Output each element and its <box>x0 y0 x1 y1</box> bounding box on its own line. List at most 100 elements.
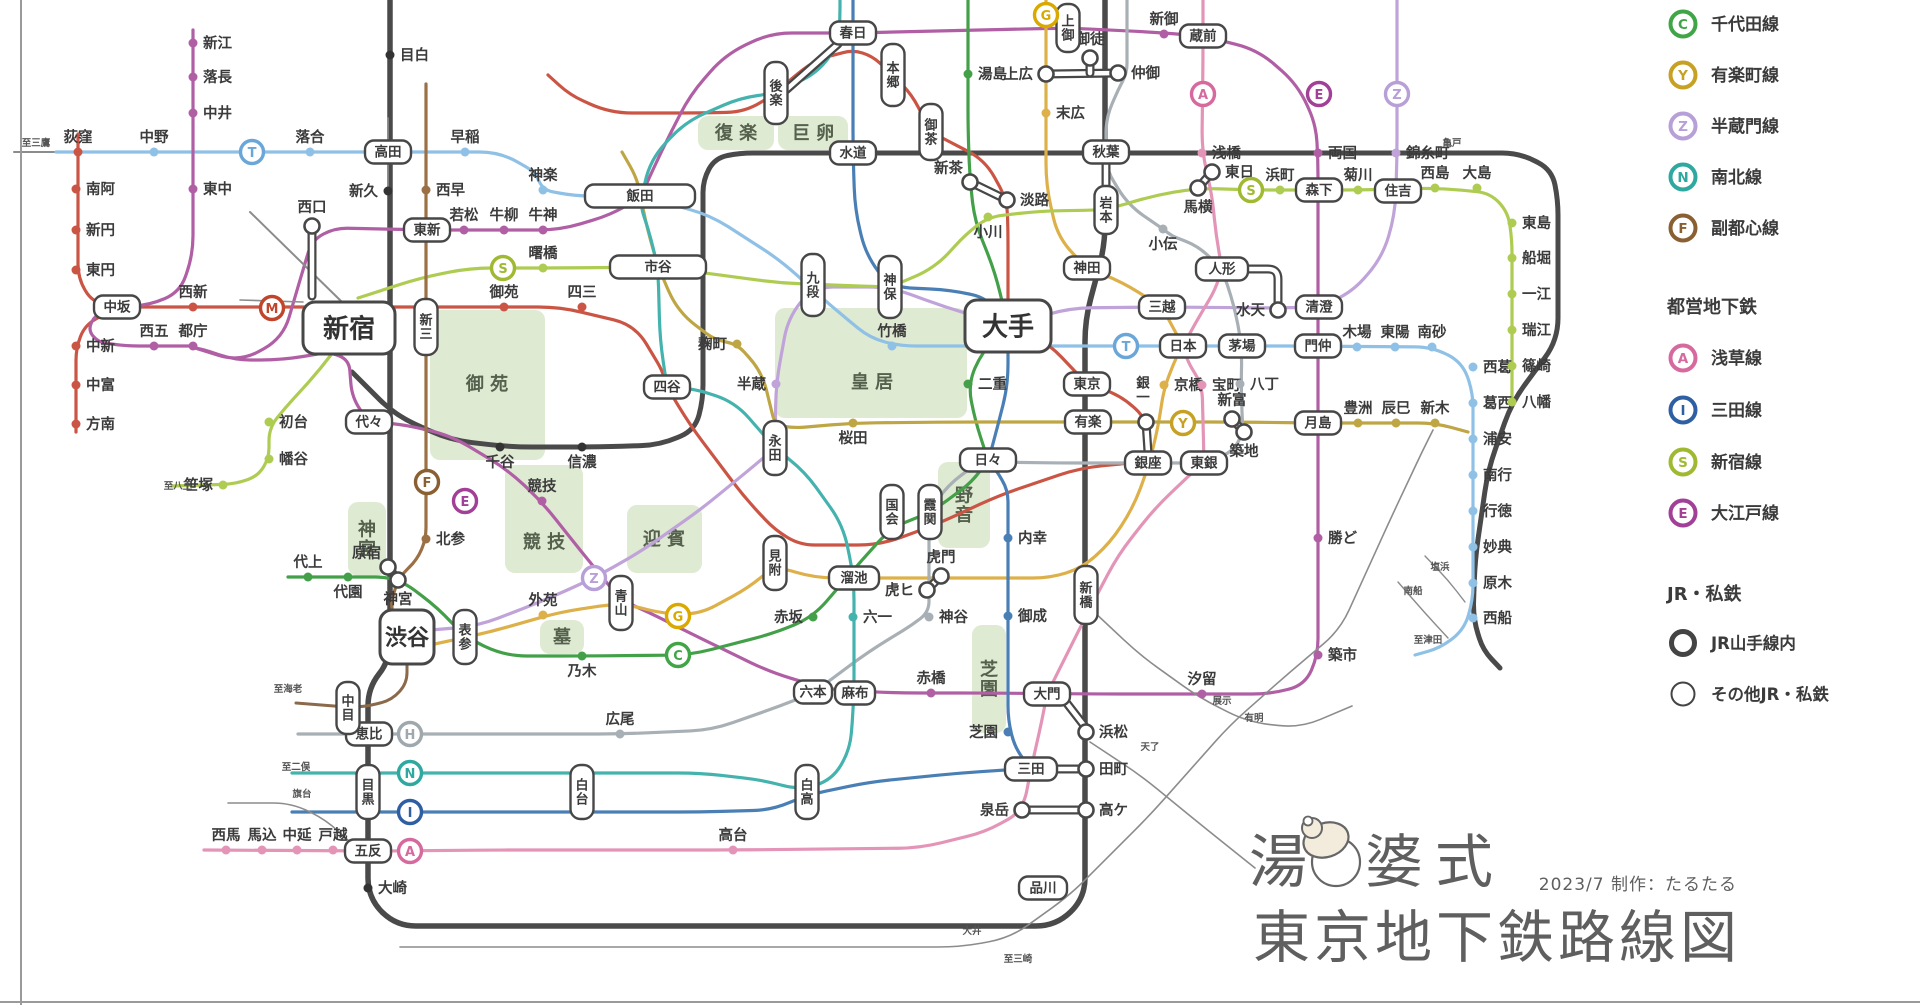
label: 見附 <box>767 550 781 579</box>
station-dot <box>71 341 81 351</box>
station-代上: 代上 <box>293 553 323 582</box>
label: 妙典 <box>1483 538 1512 556</box>
label: 日々 <box>975 453 1002 469</box>
label: 浅橋 <box>1212 144 1241 162</box>
station-dot <box>385 50 395 60</box>
label: 水天 <box>1236 301 1265 319</box>
station-dot <box>1197 689 1207 699</box>
station-馬込: 馬込 <box>248 826 277 855</box>
label: 代園 <box>333 583 363 601</box>
station-dot <box>1507 289 1517 299</box>
station-月島: 月島 <box>1293 410 1343 436</box>
station-box <box>827 565 881 591</box>
station-四谷: 四谷 <box>642 374 692 400</box>
station-dot <box>188 108 198 118</box>
line-badge-icon <box>1305 80 1333 108</box>
label: 皇 居 <box>851 371 893 393</box>
station-dot <box>218 480 228 490</box>
station-霞関: 霞関 <box>917 483 943 541</box>
line-badge-icon <box>1237 176 1265 204</box>
badge-C: C <box>664 641 692 669</box>
station-落合: 落合 <box>296 128 325 157</box>
label: 宝町 <box>1212 376 1241 394</box>
line-oedo-loop <box>193 26 1320 696</box>
label: 新円 <box>86 221 115 239</box>
label: 笹塚 <box>184 476 213 494</box>
label: 馬横 <box>1184 198 1213 216</box>
legend-line-badge-icon <box>1668 447 1698 477</box>
station-市谷: 市谷 <box>608 254 708 280</box>
station-dot <box>1507 361 1517 371</box>
label: 湯 <box>1249 828 1307 896</box>
label: 復 楽 <box>714 122 758 144</box>
legend-line-badge-icon <box>1668 213 1698 243</box>
station-錦糸町: 錦糸町 <box>1391 144 1450 162</box>
line-keio-new <box>170 320 358 488</box>
label: 御 苑 <box>465 373 508 395</box>
station-方南: 方南 <box>71 415 115 433</box>
station-box-vertical <box>879 483 905 541</box>
label: 若松 <box>449 206 479 224</box>
label: 新久 <box>349 182 378 200</box>
station-浅橋: 浅橋 <box>1197 144 1241 162</box>
label: 神宮 <box>358 519 376 560</box>
station-初台: 初台 <box>264 413 308 431</box>
label: 東円 <box>86 261 115 279</box>
station-築地: 築地 <box>1229 423 1259 460</box>
station-box <box>833 680 877 706</box>
label: 三田線 <box>1711 400 1762 421</box>
station-box-vertical <box>880 42 906 108</box>
label: 秋葉 <box>1093 144 1121 161</box>
station-都庁: 都庁 <box>178 322 208 351</box>
station-circle <box>1189 179 1207 197</box>
label: 桜田 <box>839 429 868 447</box>
label: 湯島 <box>978 65 1007 83</box>
label: 小川 <box>974 224 1003 241</box>
station-四三: 四三 <box>568 285 597 312</box>
station-九段: 九段 <box>800 252 826 318</box>
label: 虎門 <box>927 548 956 566</box>
line-badge-icon <box>580 564 608 592</box>
station-八丁: 八丁 <box>1235 377 1279 393</box>
badge-S: S <box>1237 176 1265 204</box>
label: 虎ヒ <box>885 581 914 599</box>
label: 代々 <box>355 414 383 431</box>
station-box-vertical <box>800 252 826 318</box>
station-新富: 新富 <box>1218 391 1247 428</box>
label: Y <box>1677 68 1688 84</box>
station-南行: 南行 <box>1468 466 1512 484</box>
label: 麻布 <box>841 685 869 702</box>
station-box-vertical <box>413 297 439 357</box>
station-circle <box>1109 64 1127 82</box>
station-box <box>1178 23 1228 49</box>
label: 小伝 <box>1149 235 1178 253</box>
legend-line-badge-icon <box>1668 498 1698 528</box>
station-dot <box>538 263 548 273</box>
station-八幡: 八幡 <box>1507 393 1551 411</box>
label: 中延 <box>283 826 312 844</box>
label: 九段 <box>805 272 819 301</box>
label: 高台 <box>719 826 748 844</box>
label: 天了 <box>1140 742 1159 753</box>
station-dot <box>303 572 313 582</box>
label: 迎 賓 <box>643 528 685 550</box>
station-dot <box>983 212 993 222</box>
label: 仲御 <box>1131 64 1160 82</box>
label: 八丁 <box>1249 377 1279 393</box>
station-水道: 水道 <box>828 140 878 166</box>
station-西葛: 西葛 <box>1468 358 1512 376</box>
station-dot <box>1158 224 1168 234</box>
label: 一江 <box>1522 285 1551 303</box>
station-dot <box>460 147 470 157</box>
badge-E: E <box>451 487 479 515</box>
station-新橋: 新橋 <box>1073 564 1099 626</box>
station-清澄: 清澄 <box>1294 294 1344 320</box>
label: 神田 <box>1074 260 1101 277</box>
station-box <box>363 139 413 165</box>
label: 至八王 <box>164 481 193 492</box>
stations-boxes: 高田飯田市谷四谷中坂東新代々春日水道蔵前秋葉森下住吉清澄人形三越神田東京有楽銀座… <box>92 2 1423 901</box>
label: 北参 <box>436 530 465 548</box>
station-dot <box>499 302 509 312</box>
label: 船堀 <box>1522 249 1551 267</box>
